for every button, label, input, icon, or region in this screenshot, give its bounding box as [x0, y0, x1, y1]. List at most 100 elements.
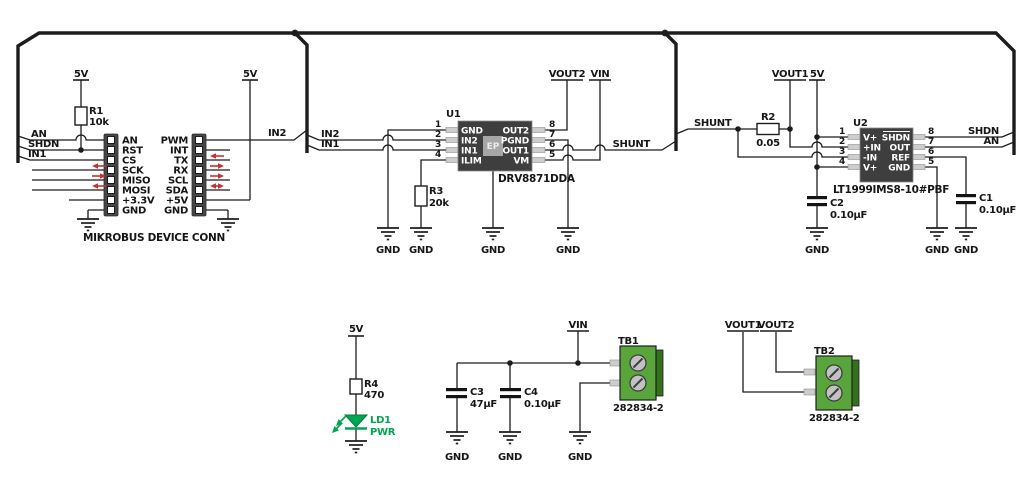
- gnd-label: GND: [376, 245, 400, 256]
- arrow-both-icon: [209, 182, 225, 190]
- power-flag-vout2: VOUT2: [549, 69, 586, 80]
- capacitor-c2: C2 0.10µF: [807, 196, 867, 221]
- terminal-block-tb2: TB2 282834-2: [803, 346, 860, 424]
- screw-terminal-icon: [629, 374, 647, 392]
- pin-name-shdn: SHDN: [882, 134, 910, 144]
- tb1-part: 282834-2: [613, 403, 664, 414]
- gnd-symbol: [216, 218, 240, 232]
- gnd-symbol: [76, 218, 100, 232]
- gnd-label: GND: [445, 452, 469, 463]
- pin-name: OUT: [890, 144, 912, 154]
- pin-label: +3.3V: [122, 196, 155, 207]
- c4-ref: C4: [524, 387, 538, 398]
- net-label-in2: IN2: [321, 129, 339, 140]
- u1-pin-numbers: 1 2 3 4 8 7 6 5: [435, 120, 555, 160]
- gnd-symbol: [445, 431, 469, 445]
- u2-pin-numbers: 1 2 3 4 8 7 6 5: [839, 127, 934, 167]
- ground-symbols: GND GND GND GND GND GND GND GND GND GND: [76, 218, 978, 463]
- mikrobus-pin-squares: [107, 136, 203, 214]
- power-flag-vout2: VOUT2: [758, 320, 795, 331]
- pin-number: 7: [928, 137, 934, 147]
- pin-number: 2: [839, 137, 845, 147]
- tb1-body: [619, 345, 657, 401]
- mikrobus-right-header: [191, 133, 207, 217]
- power-flags: 5V 5V VOUT2 VIN VOUT1 5V 5V VIN VOUT1 VO…: [73, 69, 825, 337]
- net-label-an: AN: [983, 136, 999, 147]
- pin-label: CS: [122, 156, 136, 167]
- u1-exposed-pad: [483, 136, 503, 156]
- pin-name: IN2: [461, 137, 478, 147]
- capacitor-c4: C4 0.10µF: [500, 387, 561, 410]
- pin-number: 3: [435, 140, 441, 150]
- screw-terminal-icon: [825, 364, 843, 382]
- mikrobus-left-header: [103, 133, 119, 217]
- gnd-symbol: [568, 431, 592, 445]
- c1-ref: C1: [979, 193, 993, 204]
- arrow-right-icon: [209, 162, 225, 170]
- tb2-part: 282834-2: [809, 413, 860, 424]
- terminal-block-tb1: TB1 282834-2: [609, 336, 664, 414]
- gnd-symbol: [805, 227, 829, 241]
- c1-value: 0.10µF: [979, 205, 1016, 216]
- u2-body: [859, 127, 914, 183]
- pin-name: IN1: [461, 147, 478, 157]
- gnd-symbol: [409, 227, 433, 241]
- c3-ref: C3: [470, 387, 484, 398]
- pin-name: VM: [513, 157, 529, 167]
- mikrobus-connector: AN RST CS SCK MISO MOSI +3.3V GND PWM IN…: [83, 133, 225, 244]
- mikrobus-title: MIKROBUS DEVICE CONN: [83, 232, 225, 244]
- r4-ref: R4: [364, 379, 378, 390]
- pin-label: RX: [173, 166, 188, 177]
- arrow-right-icon: [209, 172, 225, 180]
- resistor-r3: R3 20k: [414, 185, 450, 209]
- screw-terminal-icon: [629, 354, 647, 372]
- pin-label: +5V: [166, 196, 189, 207]
- gnd-symbol: [954, 227, 978, 241]
- pin-name: ILIM: [461, 157, 482, 167]
- c3-value: 47µF: [470, 399, 497, 410]
- r2-value: 0.05: [756, 138, 780, 149]
- power-flag-5v: 5V: [810, 69, 825, 80]
- net-labels: AN SHDN IN1 IN2 IN2 IN1 SHUNT SHUNT SHDN…: [28, 118, 999, 160]
- pin-label: GND: [122, 206, 146, 217]
- pin-label: SCK: [122, 166, 145, 177]
- net-label-an: AN: [31, 129, 47, 140]
- net-label-shunt: SHUNT: [613, 139, 651, 150]
- net-label-in1: IN1: [28, 149, 46, 160]
- pin-name: GND: [461, 127, 483, 137]
- pin-name: GND: [888, 164, 910, 174]
- r3-value: 20k: [429, 198, 449, 209]
- led-icon: [343, 414, 369, 428]
- power-flag-5v: 5V: [74, 69, 89, 80]
- gnd-symbol: [498, 431, 522, 445]
- ld1-name: PWR: [370, 427, 396, 438]
- net-label-shdn: SHDN: [968, 126, 999, 137]
- u1-ref: U1: [446, 109, 461, 120]
- led-ld1: LD1 PWR: [332, 414, 396, 438]
- mikrobus-right-pin-labels: PWM INT TX RX SCL SDA +5V GND: [161, 136, 190, 217]
- u2-pin-names: V+ +IN -IN V+ SHDN OUT REF GND: [863, 131, 912, 174]
- gnd-symbol: [376, 227, 400, 241]
- gnd-symbol: [925, 227, 949, 241]
- gnd-label: GND: [498, 452, 522, 463]
- wires: [17, 80, 1015, 441]
- led-emission-arrows: [332, 415, 347, 433]
- pin-name: REF: [891, 154, 910, 164]
- pin-number: 1: [839, 127, 845, 137]
- pin-number: 4: [435, 150, 441, 160]
- pin-name: V+: [863, 164, 877, 174]
- pin-number: 1: [435, 120, 441, 130]
- ld1-ref: LD1: [370, 415, 391, 426]
- pin-label: MISO: [122, 176, 150, 187]
- c4-value: 0.10µF: [524, 399, 561, 410]
- pin-name: OUT2: [502, 127, 529, 137]
- pin-label: PWM: [161, 136, 189, 147]
- net-label-shunt: SHUNT: [694, 118, 732, 129]
- c2-value: 0.10µF: [830, 210, 867, 221]
- c2-ref: C2: [830, 198, 844, 209]
- screw-terminal-icon: [825, 384, 843, 402]
- pin-label: INT: [170, 146, 188, 157]
- gnd-label: GND: [805, 245, 829, 256]
- tb1-ref: TB1: [618, 336, 639, 347]
